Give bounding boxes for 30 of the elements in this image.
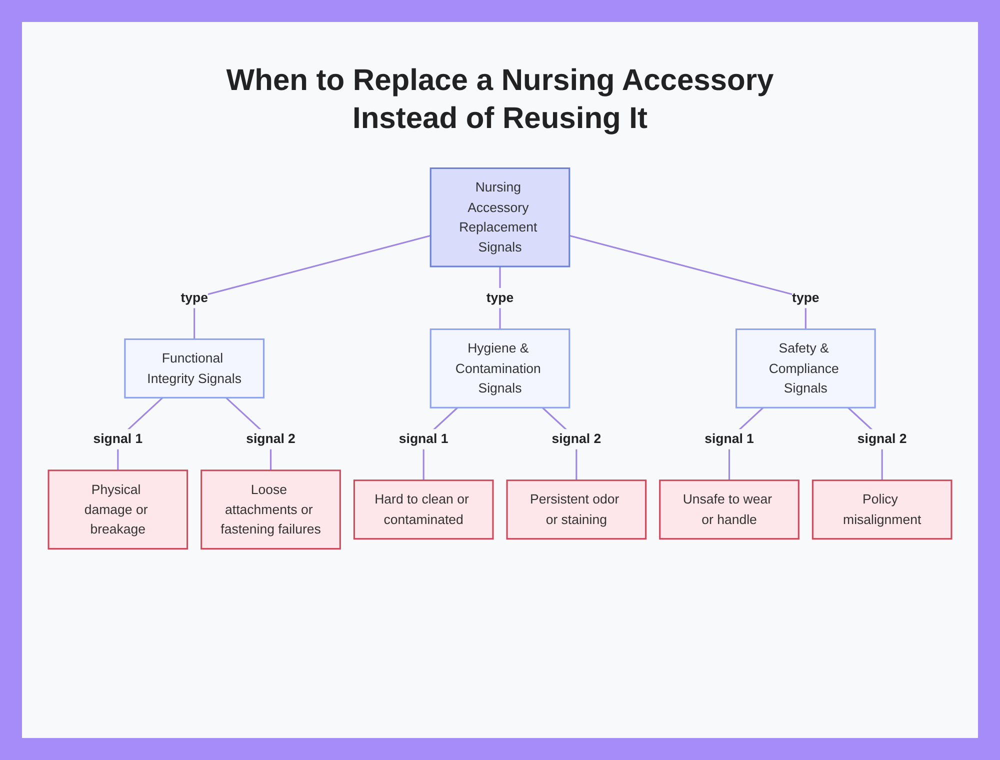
connector-line <box>194 234 431 340</box>
node-label: Nursing Accessory Replacement Signals <box>458 178 538 256</box>
edge-label: signal 1 <box>93 429 143 449</box>
node-label: Loose attachments or fastening failures <box>220 481 322 539</box>
signal-box <box>353 480 494 540</box>
edge-label: signal 2 <box>857 429 907 449</box>
signal-box <box>659 480 800 540</box>
node-label: Functional Integrity Signals <box>146 350 242 388</box>
edge-label: type <box>486 288 514 308</box>
topic-box <box>430 167 570 268</box>
category-box <box>736 328 876 408</box>
node-label: Hygiene & Contamination Signals <box>454 340 542 398</box>
signal-box <box>200 470 341 550</box>
signal-box <box>48 470 188 550</box>
signal-box <box>506 480 647 540</box>
node-label: Safety & Compliance Signals <box>768 340 840 398</box>
edge-label: signal 2 <box>246 429 296 449</box>
edge-label: signal 2 <box>552 429 602 449</box>
node-label: Persistent odor or staining <box>529 491 620 529</box>
node-label: Policy misalignment <box>842 491 922 529</box>
node-label: Unsafe to wear or handle <box>682 491 773 529</box>
signal-box <box>812 480 952 540</box>
node-label: Physical damage or breakage <box>83 481 149 539</box>
category-box <box>124 338 264 398</box>
category-box <box>430 328 570 408</box>
diagram-title: When to Replace a Nursing Accessory Instead of Reusing It <box>225 63 775 137</box>
edge-label: signal 1 <box>704 429 754 449</box>
node-label: Hard to clean or contaminated <box>374 491 470 529</box>
edge-label: signal 1 <box>398 429 448 449</box>
connector-line <box>569 234 806 330</box>
